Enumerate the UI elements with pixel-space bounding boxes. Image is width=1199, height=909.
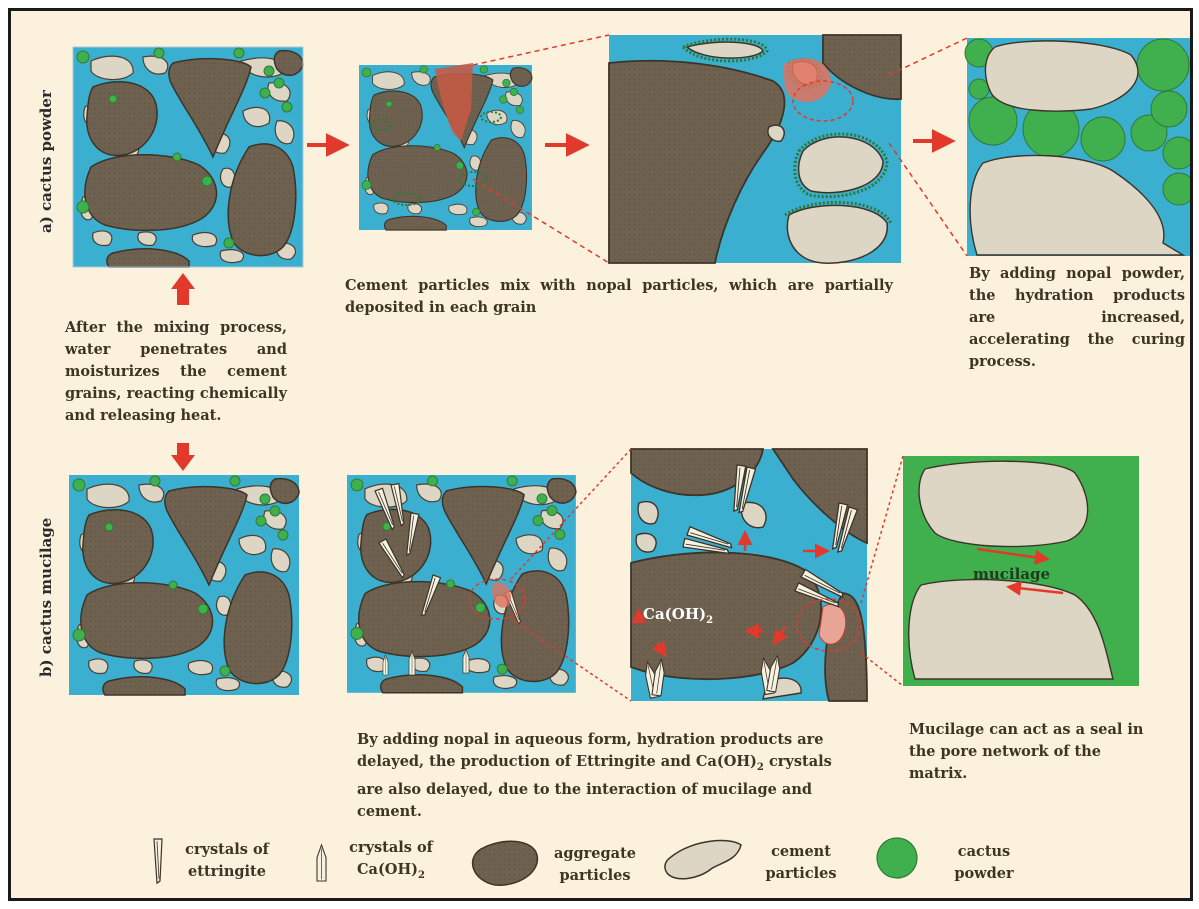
panel-b1-initial-mix [69,475,299,695]
down-arrow [171,443,195,471]
legend-ettringite-l1: crystals of [185,841,269,858]
legend-cactus-icon [877,838,917,878]
legend-cement-l1: cement [771,843,831,860]
caption-aqueous-line2a: delayed, the production of Ettringite an… [357,753,757,770]
caption-nopal-powder: By adding nopal powder, the hydration pr… [969,263,1185,373]
panel-a1-initial-mix [73,47,303,267]
legend-ettringite-icon [154,839,162,883]
caption-mucilage-seal: Mucilage can act as a seal in the pore n… [909,719,1145,785]
legend-aggregate-icon [473,841,538,885]
caption-aqueous-line2-sub: 2 [757,762,764,773]
legend-cement-icon [665,841,741,879]
caption-cement-mix: Cement particles mix with nopal particle… [345,275,893,319]
up-arrow [171,273,195,305]
label-caoh2-sub: 2 [706,615,713,626]
label-caoh2: Ca(OH)2 [643,605,713,626]
caption-aqueous-line3: are also delayed, due to the interaction… [357,781,812,798]
figure-frame: a) cactus powder b) cactus mucilage [8,8,1193,901]
legend-cement-l2: particles [765,865,836,882]
legend-caoh2-icon [317,845,326,881]
panel-b3-zoom [631,449,867,701]
legend-caoh-l2-main: Ca(OH) [357,861,418,878]
caption-aqueous-line2b: crystals [764,753,832,770]
legend-cement-label: cement particles [751,841,851,885]
label-caoh2-main: Ca(OH) [643,605,706,623]
legend-cactus-l2: powder [954,865,1013,882]
legend-cactus-label: cactus powder [939,841,1029,885]
panel-b2-crystals [347,475,576,693]
legend-caoh-l2-sub: 2 [418,870,425,881]
legend-ettringite-label: crystals of ettringite [177,839,277,883]
legend-aggregate-label: aggregate particles [545,843,645,887]
panel-a3-zoom [609,35,901,263]
legend-ettringite-l2: ettringite [188,863,266,880]
caption-aqueous-nopal: By adding nopal in aqueous form, hydrati… [357,729,861,823]
legend-cactus-l1: cactus [958,843,1010,860]
caption-aqueous-line1: By adding nopal in aqueous form, hydrati… [357,731,824,748]
legend-caoh2-label: crystals of Ca(OH)2 [341,837,441,887]
legend-aggregate-l1: aggregate [554,845,636,862]
legend-aggregate-l2: particles [559,867,630,884]
legend-caoh-l1: crystals of [349,839,433,856]
caption-mixing-process: After the mixing process, water penetrat… [65,317,287,427]
caption-aqueous-line4: cement. [357,803,422,820]
panel-a2-nopal-mixing [359,63,532,230]
label-mucilage: mucilage [973,565,1050,583]
panel-a4-hydration-increased [965,38,1190,256]
